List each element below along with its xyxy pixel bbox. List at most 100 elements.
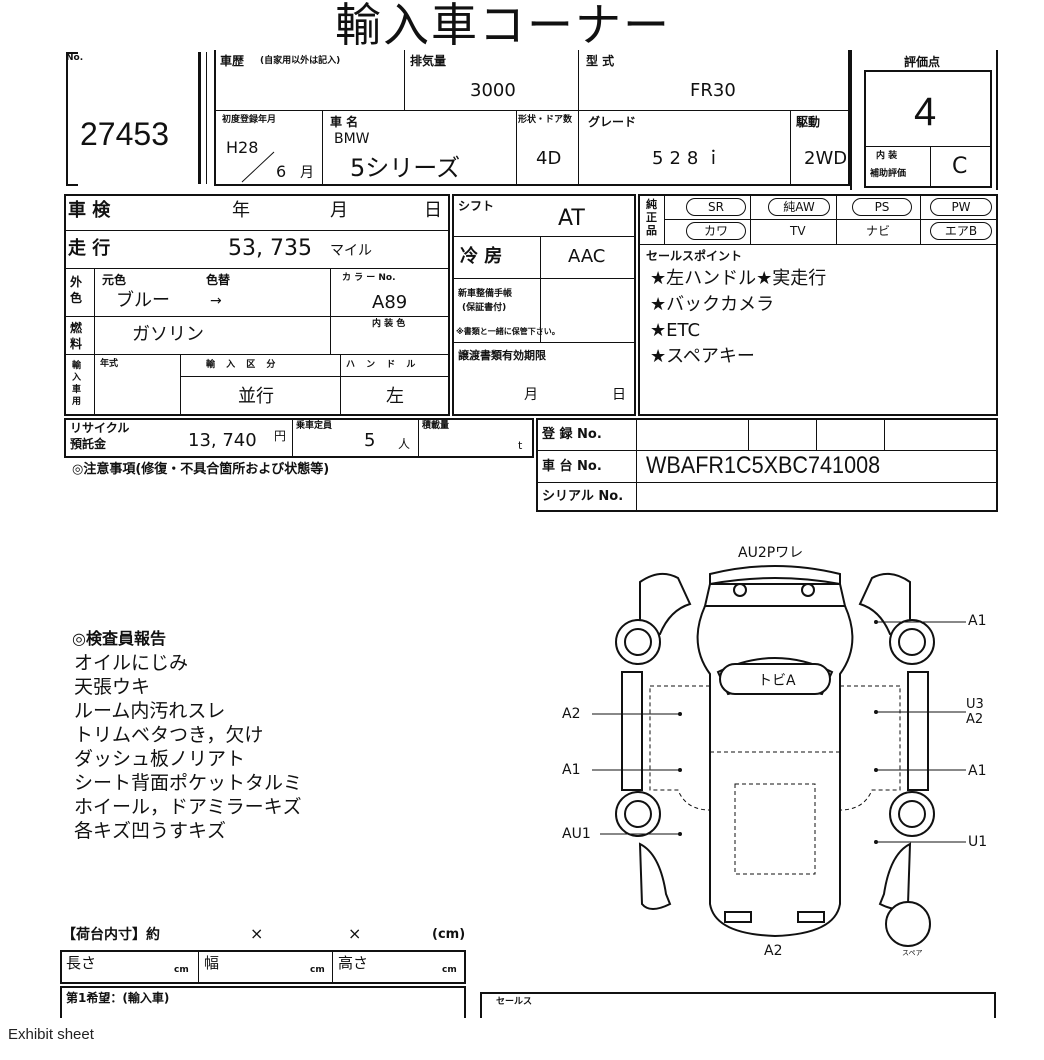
car-damage-diagram — [592, 565, 966, 947]
col-divider — [790, 110, 791, 186]
load-unit: t — [518, 439, 523, 452]
cargo-grid — [60, 950, 466, 984]
cargo-height-unit: cm — [442, 965, 457, 975]
inspector-line: ダッシュ板ノリアト — [74, 748, 246, 770]
shaken-day: 日 — [424, 200, 442, 221]
col-divider — [836, 194, 837, 244]
color-code-label: カ ラ ー No. — [342, 273, 396, 283]
sales-points-label: セールスポイント — [646, 249, 743, 263]
recycle-unit: 円 — [274, 429, 287, 443]
interior-value: C — [952, 154, 968, 179]
interior-color-label: 内 装 色 — [372, 319, 406, 329]
score-divider — [864, 146, 992, 147]
inspector-line: シート背面ポケットタルミ — [74, 772, 303, 794]
import-type-value: 並行 — [238, 386, 274, 407]
left-grid — [64, 194, 450, 416]
model-type-label: 型 式 — [586, 54, 615, 68]
doors-value: 4D — [536, 148, 562, 169]
grade-value: 528ｉ — [652, 148, 729, 169]
cargo-next-line: 第1希望：(輸入車) — [66, 991, 170, 1005]
inspector-line: ホイール，ドアミラーキズ — [74, 796, 302, 818]
row-divider — [664, 219, 998, 220]
recycle-value: 13, 740 — [188, 430, 257, 451]
color-arrow: → — [210, 293, 222, 309]
equipment-leather: カワ — [686, 222, 746, 240]
row-divider — [64, 230, 450, 231]
transfer-day: 日 — [612, 387, 626, 403]
drive-value: 2WD — [804, 148, 848, 169]
col-divider — [884, 418, 885, 450]
load-label: 積載量 — [422, 421, 450, 431]
lot-number: 27453 — [80, 116, 169, 152]
cargo-length-unit: cm — [174, 965, 189, 975]
row-divider — [452, 342, 636, 343]
col-divider — [748, 418, 749, 450]
import-year-label: 年式 — [100, 359, 119, 369]
inspector-line: オイルにじみ — [74, 652, 189, 674]
import-type-label: 輸 入 区 分 — [206, 360, 280, 370]
row-divider — [452, 236, 636, 237]
equipment-alloy-wheel: 純AW — [768, 198, 830, 216]
warranty-label: 新車整備手帳 — [458, 289, 513, 299]
col-divider — [920, 194, 921, 244]
interior-sub-label: 補助評価 — [870, 169, 907, 179]
score-label: 評価点 — [904, 55, 941, 69]
score-value: 4 — [914, 90, 937, 134]
equipment-airbag: エアB — [930, 222, 992, 240]
car-series: 5シリーズ — [350, 154, 461, 182]
lot-divider — [198, 52, 201, 184]
interior-label: 内 装 — [876, 151, 898, 161]
serial-label: シリアル No. — [542, 489, 624, 504]
orig-color-label: 元色 — [102, 273, 127, 287]
damage-left-1: A2 — [562, 706, 581, 722]
col-divider — [418, 418, 419, 458]
row-divider — [180, 376, 450, 377]
cargo-unit: (cm) — [432, 927, 466, 942]
col-divider — [816, 418, 817, 450]
color-code: A89 — [372, 292, 408, 313]
col-divider — [322, 110, 323, 186]
score-divider — [930, 146, 931, 188]
aircon-label: 冷 房 — [460, 246, 503, 267]
row-divider — [64, 316, 450, 317]
cargo-label: 【荷台内寸】約 — [62, 927, 160, 943]
notice-label: ◎注意事項(修復・不具合箇所および状態等) — [72, 462, 330, 477]
image-caption: Exhibit sheet — [8, 1026, 94, 1043]
top-info-grid — [214, 50, 850, 186]
shaken-year: 年 — [232, 200, 250, 221]
shaken-month: 月 — [330, 200, 348, 221]
bottom-right-label: セールス — [496, 997, 533, 1007]
registration-label: 登 録 No. — [542, 427, 602, 442]
damage-left-2: A1 — [562, 762, 581, 778]
spare-label: スペア — [902, 949, 923, 957]
lot-divider-2 — [206, 52, 207, 184]
capacity-unit: 人 — [398, 437, 411, 451]
car-name-label: 車 名 — [330, 115, 359, 129]
middle-grid — [452, 194, 636, 416]
inspector-line: トリムベタつき，欠け — [74, 724, 264, 746]
equipment-label: 純正品 — [646, 198, 657, 237]
col-divider — [636, 418, 637, 512]
equipment-sr: SR — [686, 198, 746, 216]
history-note: (自家用以外は記入) — [260, 56, 341, 66]
col-divider — [404, 50, 405, 110]
handle-label: ハ ン ド ル — [346, 360, 420, 370]
cargo-next-row — [60, 986, 466, 1018]
first-reg-slash — [241, 151, 275, 183]
capacity-value: 5 — [364, 430, 376, 451]
displacement-value: 3000 — [470, 80, 516, 101]
mileage-value: 53, 735 — [228, 236, 312, 261]
model-type-value: FR30 — [690, 80, 736, 101]
first-reg-label: 初度登録年月 — [222, 115, 277, 125]
exterior-color-value: ブルー — [116, 290, 170, 311]
damage-roof: トビA — [758, 673, 796, 689]
col-divider — [198, 950, 199, 984]
row-divider — [64, 268, 450, 269]
inspector-line: 天張ウキ — [74, 676, 151, 698]
equipment-ps: PS — [852, 198, 912, 216]
damage-right-4: A1 — [968, 763, 987, 779]
sales-point-1: ★左ハンドル★実走行 — [650, 268, 827, 289]
right-grid — [638, 194, 998, 416]
cargo-times-1: × — [250, 924, 264, 943]
cargo-length-label: 長さ — [66, 954, 97, 972]
